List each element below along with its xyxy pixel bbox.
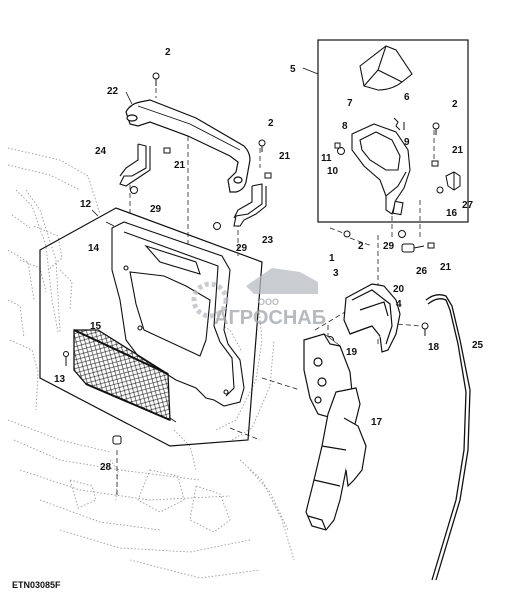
- screw-2-top: [152, 72, 160, 86]
- label-21-b: 21: [279, 151, 291, 162]
- label-21-d: 21: [440, 262, 452, 273]
- nut-11: [334, 142, 341, 149]
- label-27: 27: [462, 200, 474, 211]
- watermark-name: АГРОСНАБ: [214, 307, 326, 329]
- label-15: 15: [90, 321, 102, 332]
- label-4: 4: [396, 299, 402, 310]
- part-6-clip: [393, 117, 405, 131]
- label-16: 16: [446, 208, 458, 219]
- label-29-b: 29: [236, 243, 248, 254]
- label-25: 25: [472, 340, 484, 351]
- label-9: 9: [404, 137, 410, 148]
- nut-21-a: [163, 147, 171, 154]
- part-20-pocket-housing: [343, 283, 401, 353]
- part-27-clip: [445, 171, 461, 191]
- label-11: 11: [321, 153, 332, 164]
- watermark-tractor-icon: [246, 268, 318, 294]
- part-26-connector: [401, 243, 425, 253]
- label-leaders: [91, 67, 319, 423]
- screw-2-mid: [258, 139, 266, 152]
- label-24: 24: [95, 146, 107, 157]
- label-18: 18: [428, 342, 440, 353]
- watermark-gear-icon: [191, 281, 229, 319]
- part-5-group-frame: [317, 39, 469, 223]
- label-1: 1: [329, 253, 335, 264]
- nut-21-d: [427, 242, 435, 249]
- label-3: 3: [333, 268, 339, 279]
- label-2-mid: 2: [268, 118, 274, 129]
- watermark-prefix: ООО: [258, 297, 279, 307]
- part-15-storage-net: [73, 329, 171, 422]
- part-24-bracket: [119, 143, 151, 187]
- label-28: 28: [100, 462, 112, 473]
- label-26: 26: [416, 266, 428, 277]
- part-25-seal-strip: [425, 294, 471, 581]
- label-2-lower: 2: [358, 241, 364, 252]
- label-21-c: 21: [452, 145, 464, 156]
- label-14: 14: [88, 243, 100, 254]
- washer-29-b: [213, 222, 221, 230]
- label-2-right: 2: [452, 99, 458, 110]
- label-22: 22: [107, 86, 119, 97]
- drawing-reference-code: ETN03085F: [12, 580, 61, 590]
- label-13: 13: [54, 374, 66, 385]
- washer-29-a: [130, 186, 138, 194]
- label-8: 8: [342, 121, 348, 132]
- label-5: 5: [290, 64, 296, 75]
- part-12-assembly-frame: [39, 207, 263, 447]
- label-21-a: 21: [174, 160, 186, 171]
- label-29-a: 29: [150, 204, 162, 215]
- part-7-cover-cap: [359, 45, 413, 91]
- watermark: ООО АГРОСНАБ: [191, 268, 326, 329]
- part-17-pillar-trim: [305, 387, 367, 531]
- nut-28: [112, 435, 122, 445]
- label-19: 19: [346, 347, 358, 358]
- label-29-c: 29: [383, 241, 395, 252]
- washer-29-c: [398, 230, 406, 238]
- label-12: 12: [80, 199, 92, 210]
- bolt-13: [63, 351, 69, 366]
- washer-10: [337, 147, 345, 155]
- part-8-bezel-housing: [351, 123, 411, 216]
- part-22-upper-rail: [125, 99, 251, 193]
- label-2-top: 2: [165, 47, 171, 58]
- screw-2-right: [432, 122, 440, 135]
- screw-2-lower: [343, 230, 351, 238]
- label-7: 7: [347, 98, 353, 109]
- bolt-18: [421, 322, 429, 336]
- washer-16: [436, 186, 444, 194]
- label-20: 20: [393, 284, 405, 295]
- label-10: 10: [327, 166, 339, 177]
- fasteners: [63, 72, 444, 445]
- nut-21-b: [264, 172, 272, 179]
- part-labels: 2 22 2 24 21 21 29 12 23 29 14 15 13 28 …: [54, 47, 484, 473]
- part-23-bracket: [233, 183, 267, 227]
- nut-21-c: [431, 160, 439, 167]
- label-6: 6: [404, 92, 410, 103]
- label-17: 17: [371, 417, 383, 428]
- label-23: 23: [262, 235, 274, 246]
